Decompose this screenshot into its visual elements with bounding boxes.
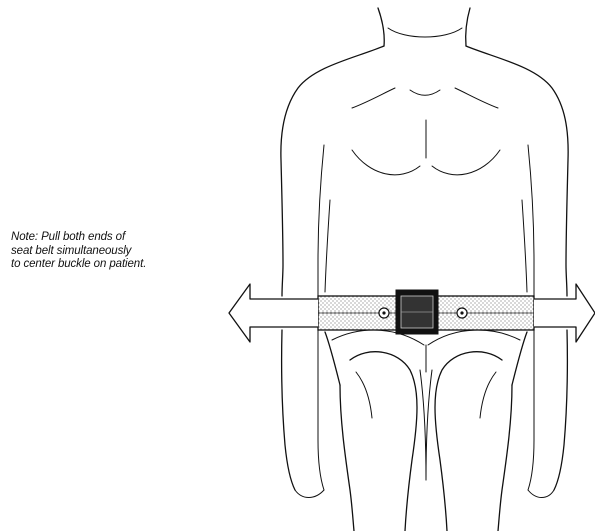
left-arrow-icon	[229, 284, 318, 342]
neck-outline	[378, 8, 470, 46]
torso-outline	[281, 46, 568, 296]
seat-belt	[318, 290, 534, 334]
buckle-icon	[396, 290, 438, 334]
right-arrow-icon	[534, 284, 595, 342]
left-rivet	[379, 308, 389, 318]
hips-outline	[325, 330, 527, 385]
legs-outline	[340, 352, 512, 531]
right-rivet	[457, 308, 467, 318]
